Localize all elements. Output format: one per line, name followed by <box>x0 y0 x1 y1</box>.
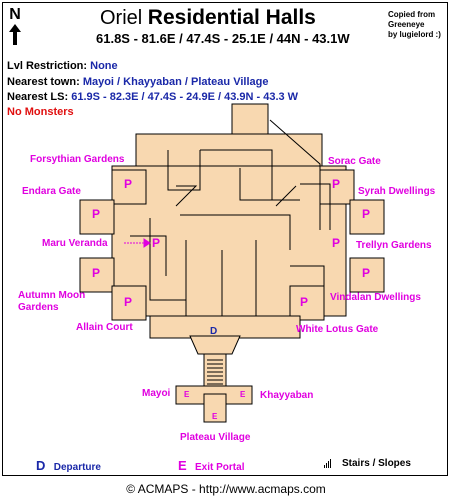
exit-marker-plateau[interactable]: E <box>212 412 218 421</box>
upper-hall <box>135 133 323 169</box>
slope-wall-2 <box>275 185 297 207</box>
portal-marker-forsythian[interactable]: P <box>124 177 133 191</box>
wall-10 <box>300 183 331 230</box>
legend-exit-label: Exit Portal <box>195 462 245 473</box>
title-main: Residential Halls <box>147 6 316 29</box>
portal-marker-whitelotus[interactable]: P <box>300 295 309 309</box>
inner-walls <box>130 119 331 316</box>
label-autumn-moon: Autumn Moon <box>18 290 86 301</box>
lower-hall <box>149 315 301 339</box>
wall-12 <box>269 119 321 230</box>
label-sorac-gate: Sorac Gate <box>328 156 381 167</box>
north-arrow-icon <box>9 24 21 45</box>
stairs-icon <box>324 459 331 468</box>
legend-departure: D Departure <box>36 458 101 473</box>
nearest-town: Nearest town: Mayoi / Khayyaban / Platea… <box>7 76 268 88</box>
portal-marker-vindalan[interactable]: P <box>362 266 371 280</box>
portal-marker-allain[interactable]: P <box>124 295 133 309</box>
floor-plan <box>79 103 385 423</box>
top-hub <box>231 103 269 137</box>
west-wing-1 <box>111 169 147 205</box>
monsters-note: No Monsters <box>7 106 74 118</box>
label-forsythian-gardens: Forsythian Gardens <box>30 154 125 165</box>
label-plateau-village: Plateau Village <box>180 432 251 443</box>
nearest-ls: Nearest LS: 61.9S - 82.3E / 47.4S - 24.9… <box>7 91 298 103</box>
label-white-lotus-gate: White Lotus Gate <box>296 324 379 335</box>
portal-marker-autumn[interactable]: P <box>92 266 101 280</box>
portal-marker-maru[interactable]: P <box>152 236 161 250</box>
legend-exit-key: E <box>178 458 187 473</box>
legend-departure-key: D <box>36 458 46 473</box>
portal-marker-trellyn[interactable]: P <box>332 236 341 250</box>
wall-1 <box>167 150 201 191</box>
compass: N <box>7 6 23 51</box>
credit-line-2: Greeneye <box>388 20 425 29</box>
east-wing-3 <box>349 257 385 293</box>
credit-line-3: by lugielord :) <box>388 30 441 39</box>
label-syrah-dwellings: Syrah Dwellings <box>358 186 436 197</box>
wall-3 <box>239 168 300 201</box>
label-maru-veranda: Maru Veranda <box>42 238 108 249</box>
label-khayyaban: Khayyaban <box>260 390 314 401</box>
title-prefix: Oriel <box>100 7 143 29</box>
label-autumn-gardens: Gardens <box>18 302 59 313</box>
west-wing-2 <box>79 199 115 235</box>
wall-5 <box>149 218 186 301</box>
west-wing-3 <box>79 257 115 293</box>
nearest-town-value: Mayoi / Khayyaban / Plateau Village <box>82 76 269 88</box>
level-restriction-value: None <box>90 60 118 72</box>
wall-9 <box>290 265 325 300</box>
maru-pointer-icon <box>124 238 151 248</box>
footer-credit: © ACMAPS - http://www.acmaps.com <box>126 482 326 496</box>
nearest-ls-label: Nearest LS: <box>7 91 69 103</box>
nearest-ls-value: 61.9S - 82.3E / 47.4S - 24.9E / 43.9N - … <box>71 91 299 103</box>
slope-wall-1 <box>175 185 198 207</box>
west-wing-4 <box>111 285 147 321</box>
label-vindalan-dwellings: Vindalan Dwellings <box>330 292 421 303</box>
label-endara-gate: Endara Gate <box>22 186 81 197</box>
departure-bay <box>189 335 241 355</box>
level-restriction: Lvl Restriction: None <box>7 60 118 72</box>
legend-departure-label: Departure <box>53 462 101 473</box>
south-exit <box>203 393 227 423</box>
credit-line-1: Copied from <box>388 10 436 19</box>
departure-marker[interactable]: D <box>210 326 218 337</box>
north-label: N <box>9 6 21 23</box>
portal-marker-syrah[interactable]: P <box>362 207 371 221</box>
exit-marker-mayoi[interactable]: E <box>184 390 190 399</box>
legend-exit: E Exit Portal <box>178 458 244 473</box>
map-frame <box>2 2 448 476</box>
label-mayoi: Mayoi <box>142 388 171 399</box>
credit-note: Copied from Greeneye by lugielord :) <box>388 10 448 40</box>
wall-2 <box>200 149 273 200</box>
legend-stairs-label: Stairs / Slopes <box>342 458 411 469</box>
east-wing-2 <box>349 199 385 235</box>
label-allain-court: Allain Court <box>76 322 133 333</box>
nearest-town-label: Nearest town: <box>7 76 80 88</box>
portal-marker-sorac[interactable]: P <box>332 177 341 191</box>
level-restriction-label: Lvl Restriction: <box>7 60 88 72</box>
wall-4 <box>180 214 291 250</box>
east-wing-4 <box>289 285 325 321</box>
page-title: Oriel Residential Halls <box>100 6 316 30</box>
exit-marker-khayyaban[interactable]: E <box>240 390 246 399</box>
east-wing-1 <box>319 169 355 205</box>
portal-marker-endara[interactable]: P <box>92 207 101 221</box>
stairs-hatching <box>207 359 223 385</box>
map-coordinates: 61.8S - 81.6E / 47.4S - 25.1E / 44N - 43… <box>96 31 350 46</box>
label-trellyn-gardens: Trellyn Gardens <box>356 240 432 251</box>
wall-11 <box>130 235 167 276</box>
